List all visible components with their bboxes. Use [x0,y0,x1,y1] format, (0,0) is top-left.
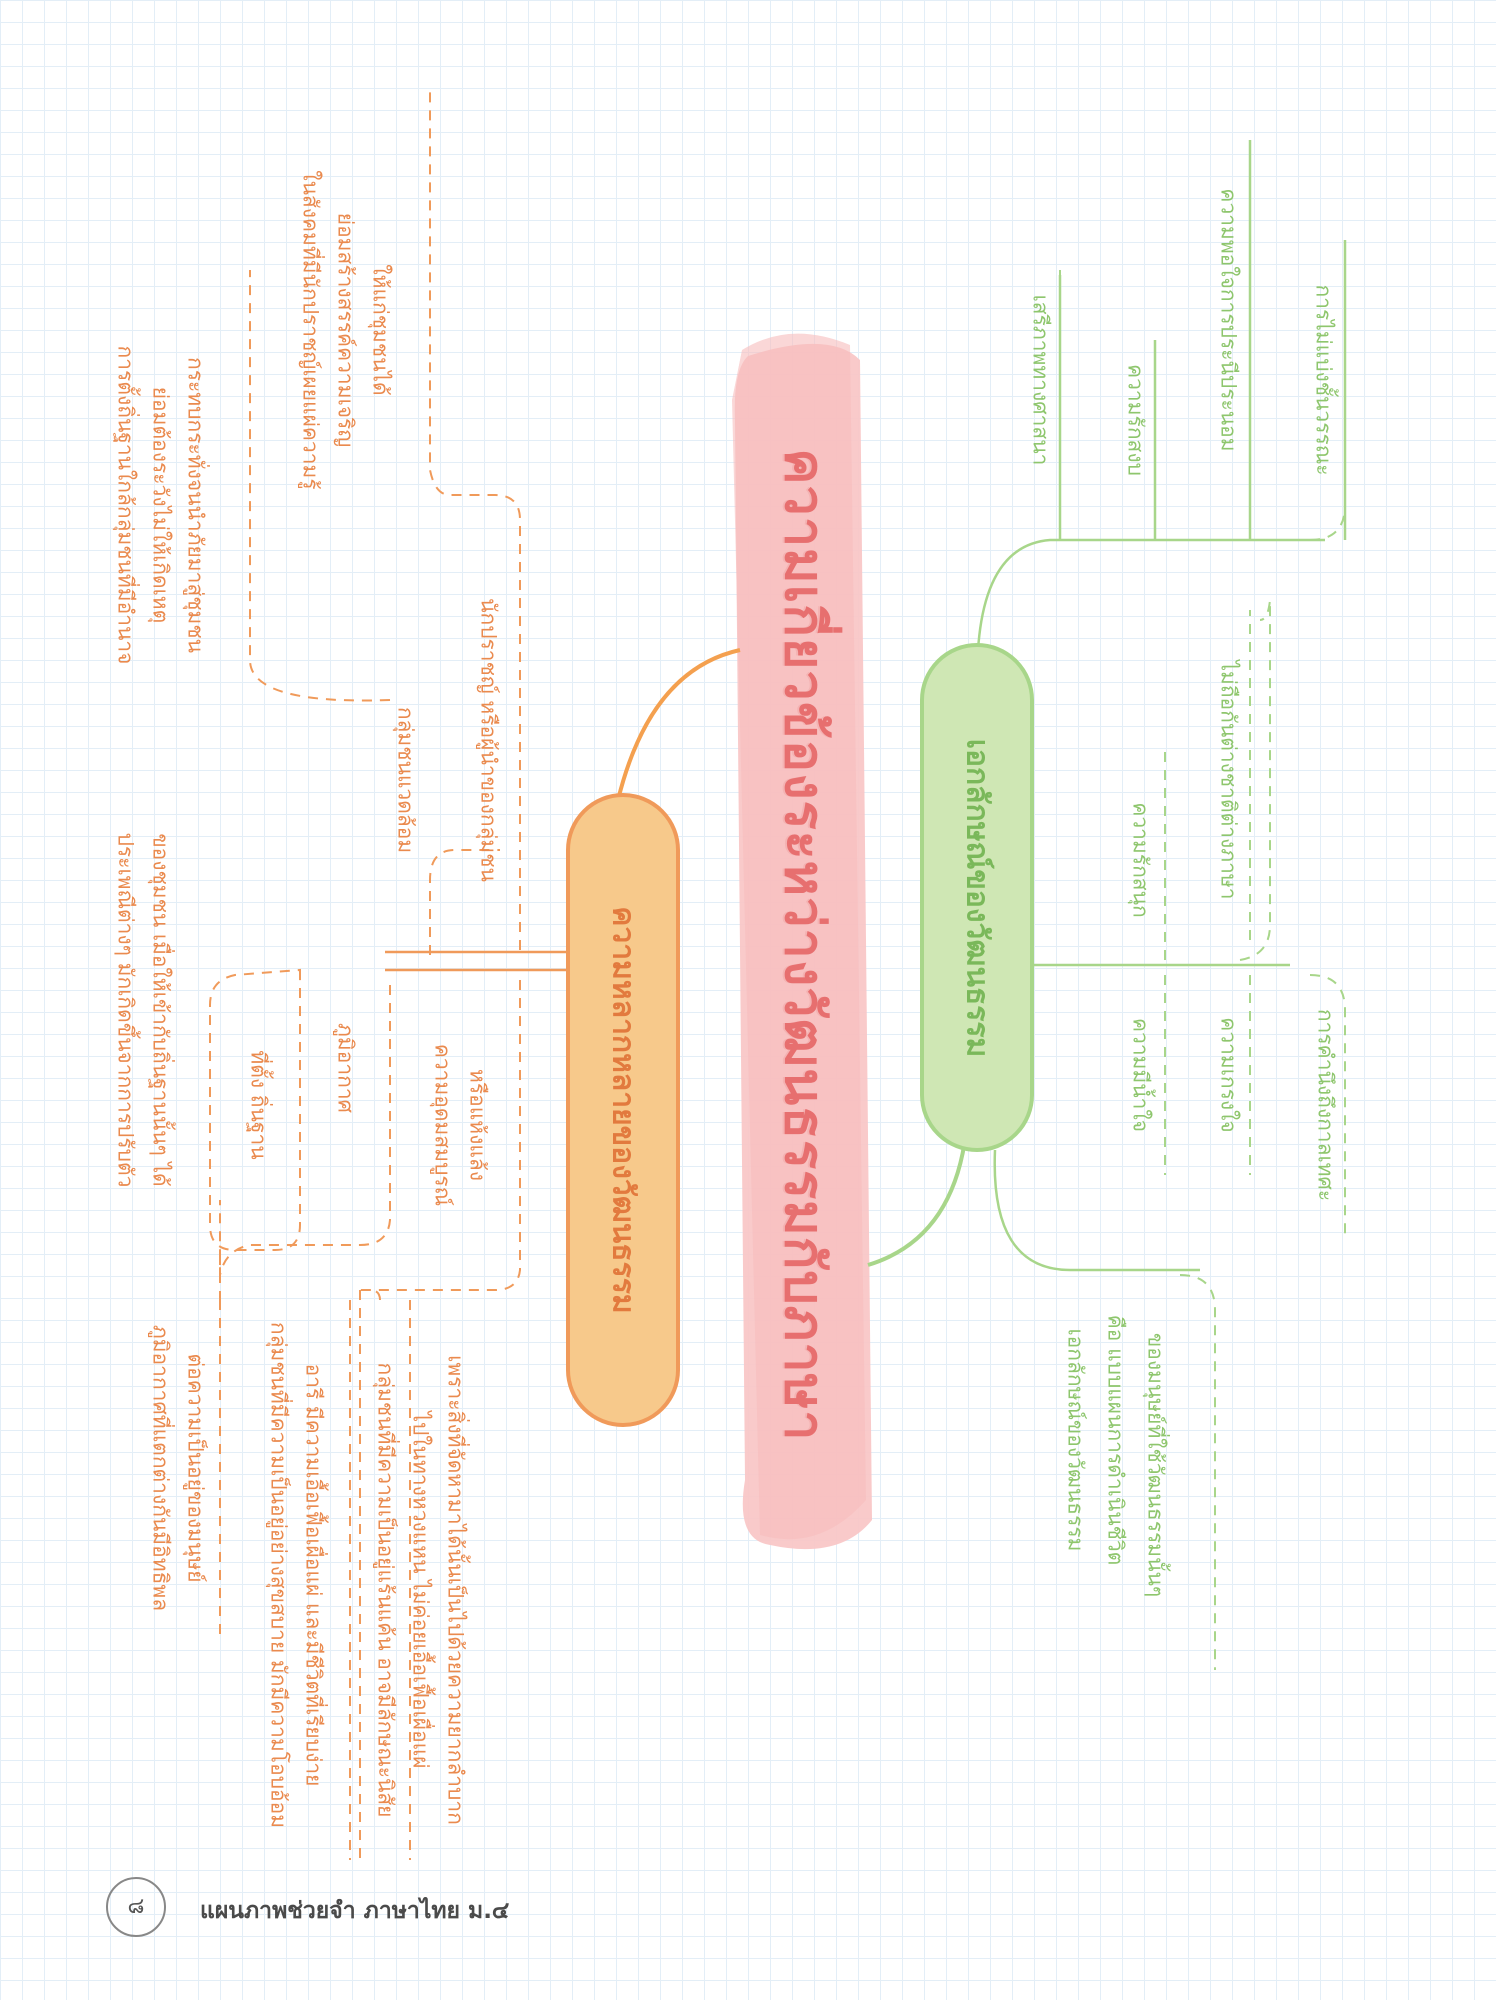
identity-lower-2: ความเกรงใจ [1216,1017,1241,1133]
climate-detail-2: ต่อความเป็นอยู่ของมนุษย์ [183,1353,208,1583]
identity-middle-1: ความรักสนุก [1128,802,1153,918]
fertility-poor-3: เพราะสิ่งที่จัดหามาได้นั้นเป็นไปด้วยความ… [443,1355,468,1825]
environment-sage-2: ย่อมสร้างสรรค์ความเจริญ [333,212,358,448]
diversity-connectors [385,950,572,972]
page-number: ๘ [106,1877,166,1937]
identity-dashed-lines [1059,140,1346,1670]
environment-sub: นักปราชญ์ หรือผู้นำของกลุ่มชน [476,598,501,882]
identity-top-1: เสรีภาพทางศาสนา [1028,294,1053,466]
environment-label: กลุ่มชนแวดล้อม [393,706,418,854]
identity-top-4: การไม่แบ่งชั้นวรรณะ [1311,284,1336,476]
environment-power-1: การตั้งถิ่นฐานใกล้กลุ่มชนที่มีอำนาจ [113,345,138,665]
diversity-branch-label: ความหลากหลายของวัฒนธรรม [605,906,641,1314]
location-detail-2: ของชุมชน เมื่อให้เข้ากับถิ่นฐานนั้นๆ ได้ [148,833,173,1187]
fertility-poor-1: กลุ่มชนที่มีความเป็นอยู่แร้นแค้น อาจมีลั… [373,1362,398,1818]
identity-lower-3: การคำนึงถึงกาลเทศะ [1313,1008,1338,1202]
identity-pill-shape [920,643,1034,1152]
center-to-identity-line [867,1139,967,1267]
fertility-poor-2: ไปในทางหวงแหน ไม่ค่อยเอื้อเฟื้อเผื่อแผ่ [408,1411,433,1769]
environment-power-3: กระทบกระทั่งจนนำภัยมาสู่ชุมชน [183,357,208,653]
location-detail-1: ประเพณีต่างๆ มักเกิดขึ้นจากการปรับตัว [113,832,138,1188]
environment-sage-3: ให้แก่ชุมชนได้ [368,264,393,396]
identity-middle-2: ไม่ถือกันต่างชาติต่างภาษา [1216,660,1241,900]
environment-power-2: ย่อมต้องระวังไม่ให้เกิดเหตุ [148,386,173,624]
fertility-rich-1: กลุ่มชนที่มีความเป็นอยู่อย่างสุขสบาย มัก… [266,1321,291,1829]
center-title: ความเกี่ยวข้องระหว่างวัฒนธรรมกับภาษา [773,448,837,1442]
identity-definition-3: ของมนุษย์ที่ใช้วัฒนธรรมนั้นๆ [1143,1332,1168,1598]
identity-top-3: ความพอใจการประนีประนอม [1216,188,1241,452]
center-to-diversity-line [616,648,741,801]
diversity-pill-shape [566,793,680,1427]
identity-definition-1: เอกลักษณ์ของวัฒนธรรม [1063,1328,1088,1552]
fertility-rich-2: อารี มีความเอื้อเฟื้อเผื่อแผ่ และมีชีวิต… [301,1363,326,1787]
identity-top-2: ความรักสงบ [1123,364,1148,476]
environment-sage-1: ในสังคมที่มีนักปราชญ์เผยแผ่ความรู้ [298,170,323,490]
fertility-label-1: ความอุดมสมบูรณ์ [430,1043,455,1207]
climate-label: ภูมิอากาศ [333,1023,358,1113]
identity-definition-2: คือ แบบแผนการดำเนินชีวิต [1103,1314,1128,1566]
identity-branch-label: เอกลักษณ์ของวัฒนธรรม [959,738,995,1058]
climate-detail-1: ภูมิอากาศที่แตกต่างกันมีอิทธิพล [148,1324,173,1612]
book-title: แผนภาพช่วยจำ ภาษาไทย ม.๔ [200,1898,510,1924]
fertility-label-2: หรือแห้งแล้ง [465,1068,490,1182]
location-label: ที่ตั้ง ถิ่นฐาน [246,1050,271,1160]
identity-lower-1: ความมีน้ำใจ [1128,1017,1153,1133]
diversity-dashed-boxes [209,90,521,1860]
